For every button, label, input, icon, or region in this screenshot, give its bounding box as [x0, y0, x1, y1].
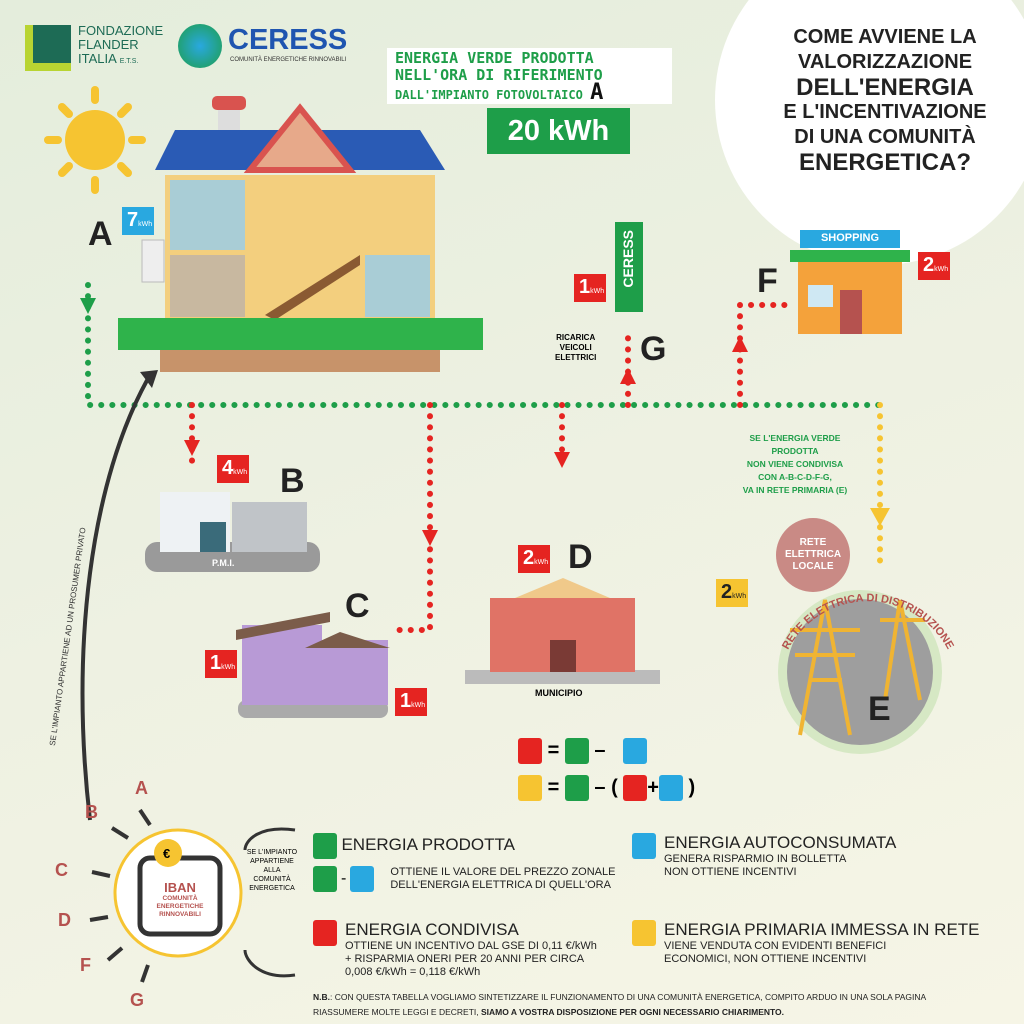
production-value: 20 kWh: [487, 108, 630, 154]
wallet-arrows: [89, 808, 152, 983]
town-hall-illustration: [465, 578, 660, 684]
node-label-b: B: [280, 462, 305, 500]
municipio-label: MUNICIPIO: [535, 688, 583, 698]
ceress-logo: CERESS: [228, 24, 348, 56]
legend-produced: ENERGIA PRODOTTA: [313, 833, 515, 859]
kwh-badge-c2: 1kWh: [395, 688, 427, 716]
pmi-label: P.M.I.: [212, 558, 235, 568]
kwh-badge-a: 7kWh: [122, 207, 154, 235]
ceress-globe-icon: [178, 24, 222, 68]
flander-logo: [25, 25, 71, 71]
node-label-f: F: [757, 262, 778, 300]
shop-illustration: [790, 230, 910, 334]
wallet-letter: G: [130, 990, 145, 1010]
flow-line-green: [85, 282, 883, 408]
formula-shared: = –: [518, 738, 648, 764]
wallet-letter: D: [58, 910, 71, 930]
ev-station-brand: CERESS: [620, 230, 636, 288]
node-label-a: A: [88, 215, 113, 253]
factory-illustration: [145, 492, 320, 572]
ceress-subtitle: COMUNITÀ ENERGETICHE RINNOVABILI: [230, 57, 347, 63]
coin-icon: [154, 839, 182, 867]
wallet-letter: F: [80, 955, 91, 975]
kwh-badge-b: 4kWh: [217, 455, 249, 483]
houses-illustration: [236, 612, 390, 718]
node-label-d: D: [568, 538, 593, 576]
shop-sign: SHOPPING: [820, 232, 880, 244]
ev-station-illustration: [615, 222, 643, 312]
wallet-letter: A: [135, 778, 148, 798]
kwh-badge-e: 2kWh: [716, 579, 748, 607]
power-grid-illustration: [776, 518, 942, 754]
production-box: ENERGIA VERDE PRODOTTA NELL'ORA DI RIFER…: [387, 48, 672, 104]
euro-icon: €: [163, 846, 171, 861]
kwh-badge-g: 1kWh: [574, 274, 606, 302]
arrow-icons: [80, 298, 890, 546]
prosumer-arrow: [80, 374, 152, 821]
house-illustration: [118, 96, 483, 372]
node-label-g: G: [640, 330, 667, 368]
sun-icon: [44, 86, 146, 194]
wallet-letter: C: [55, 860, 68, 880]
node-label-c: C: [345, 587, 370, 625]
local-grid-circle: [776, 518, 850, 592]
wallet-letter: B: [85, 802, 98, 822]
kwh-badge-d: 2kWh: [518, 545, 550, 573]
kwh-badge-c1: 1kWh: [205, 650, 237, 678]
node-label-e: E: [868, 690, 891, 728]
footnote: N.B.: CON QUESTA TABELLA VOGLIAMO SINTET…: [313, 992, 926, 1017]
flow-line-f: [737, 302, 793, 408]
title-circle: [715, 0, 1024, 265]
flow-line-c: [387, 402, 433, 633]
formula-primary: = – ( + ): [518, 775, 695, 801]
kwh-badge-f: 2kWh: [918, 252, 950, 280]
